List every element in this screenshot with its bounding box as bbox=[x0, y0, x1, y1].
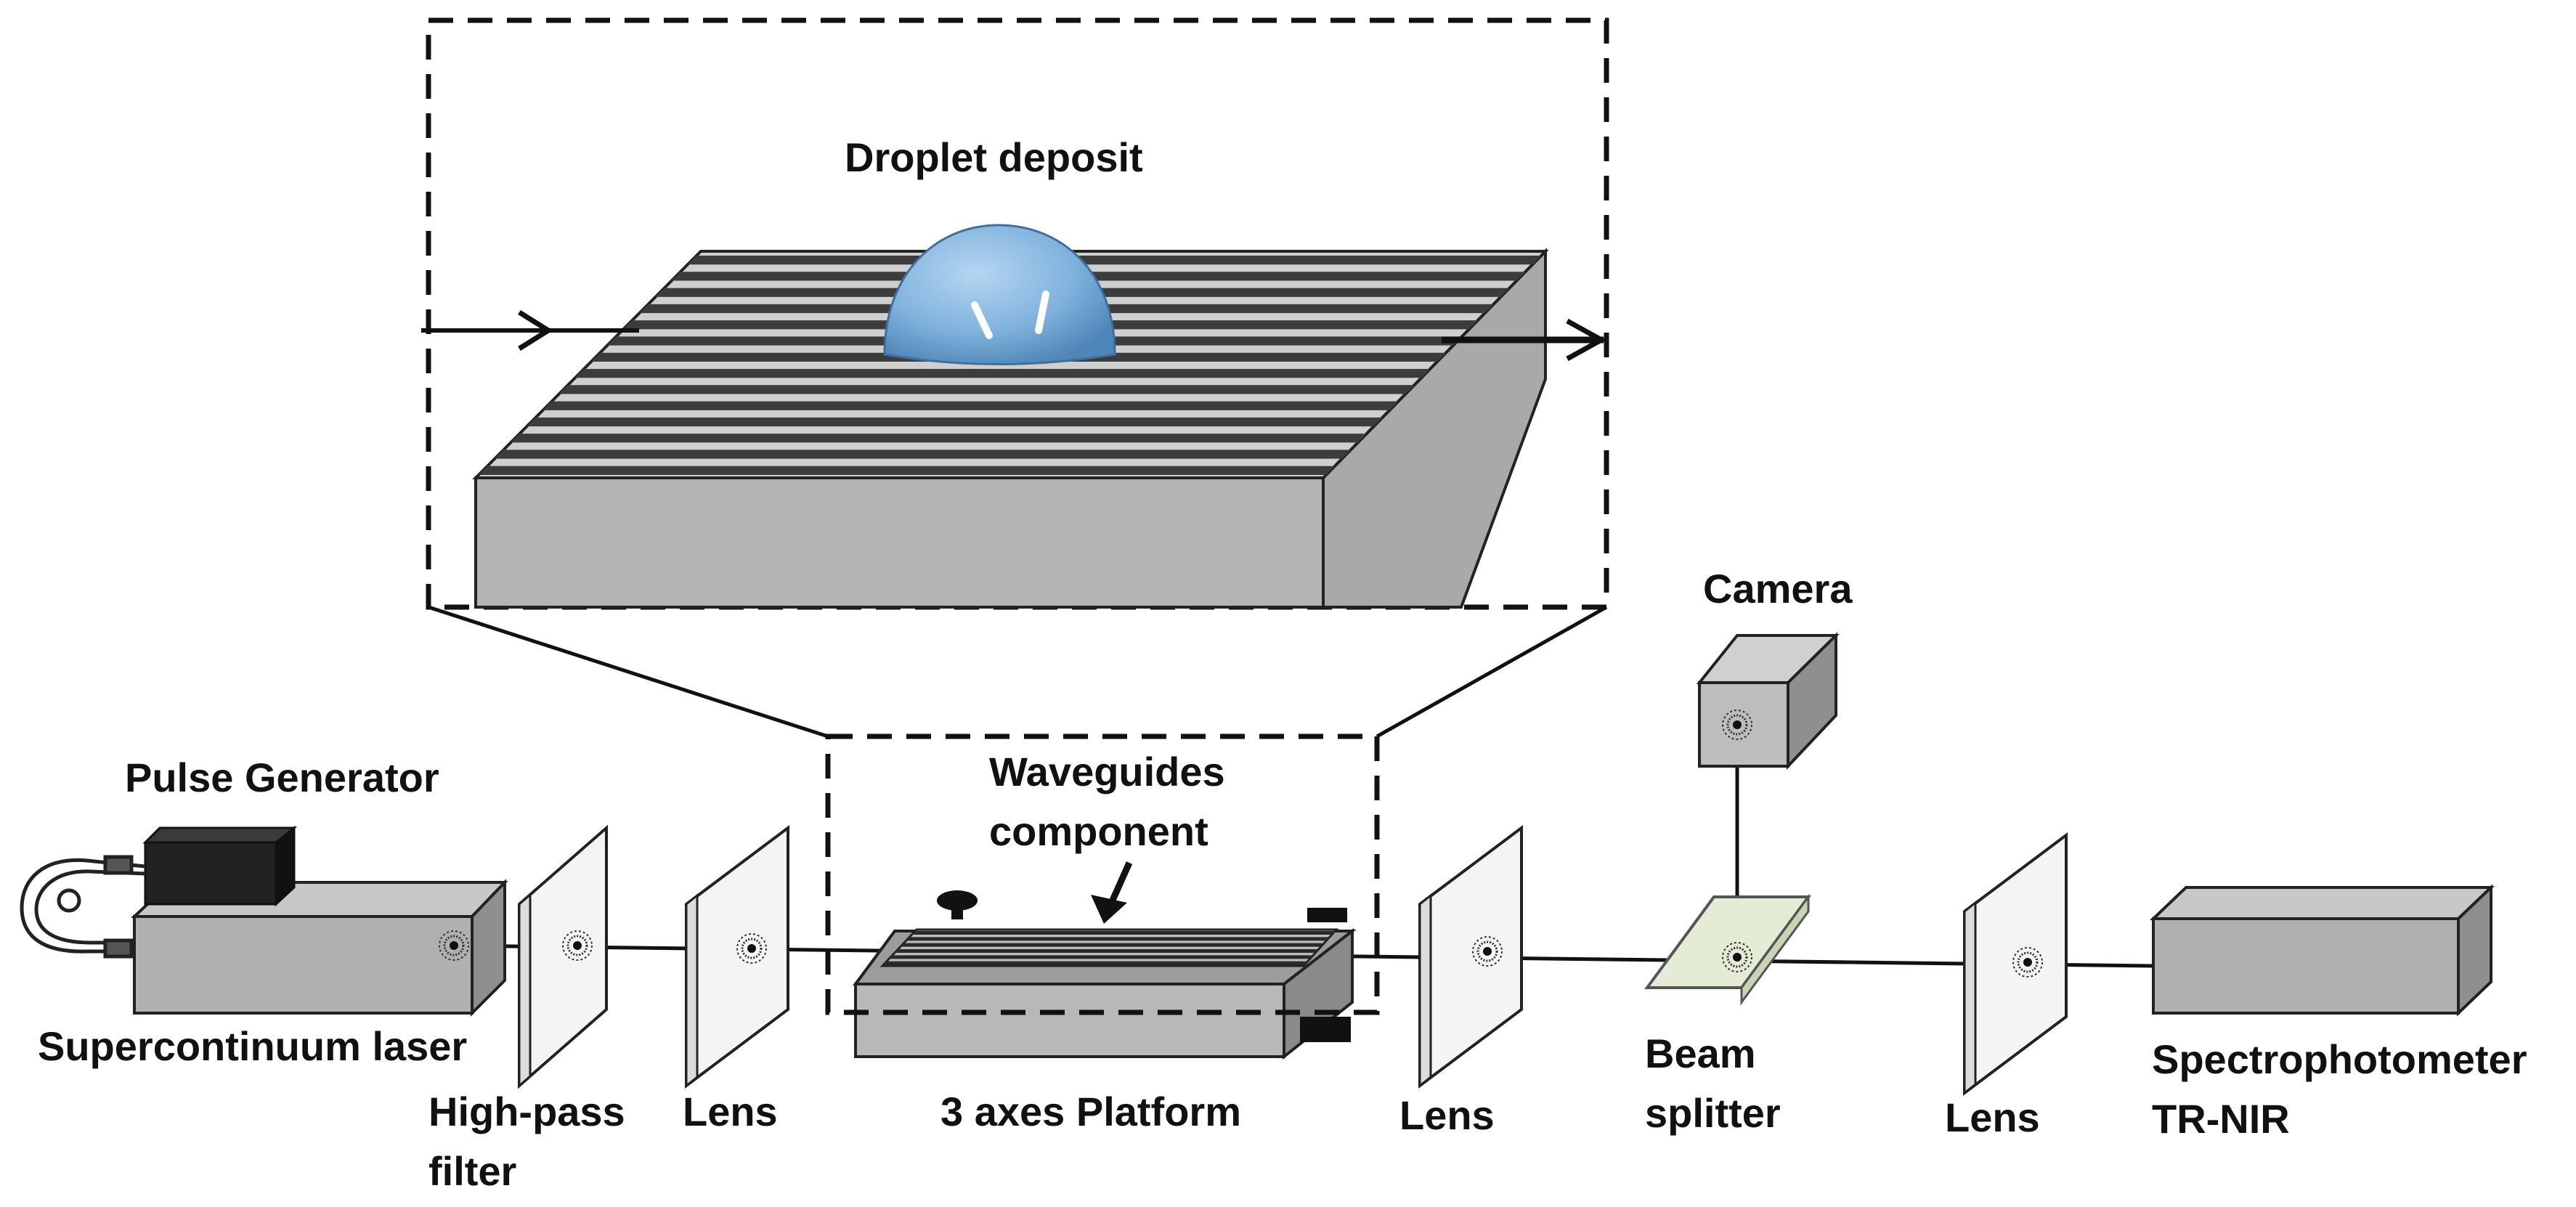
label-droplet-deposit: Droplet deposit bbox=[845, 134, 1143, 180]
waveguide-stripe-small bbox=[894, 949, 1319, 953]
waveguide-stripe bbox=[543, 401, 1399, 410]
waveguide-stripe bbox=[479, 466, 1335, 475]
label-three-axes-platform: 3 axes Platform bbox=[940, 1089, 1241, 1134]
waveguide-stripe bbox=[574, 369, 1431, 378]
label-lens-3: Lens bbox=[1945, 1094, 2040, 1140]
camera bbox=[1696, 632, 1840, 771]
lens-1 bbox=[685, 825, 789, 1089]
waveguides-pointer-arrowhead bbox=[1091, 895, 1127, 924]
label-spectrophotometer: Spectrophotometer TR-NIR bbox=[2152, 1036, 2527, 1142]
label-camera: Camera bbox=[1703, 566, 1853, 611]
lens-2 bbox=[1418, 825, 1523, 1089]
label-pulse-generator: Pulse Generator bbox=[125, 755, 439, 800]
supercontinuum-laser bbox=[130, 879, 508, 1017]
spectrophotometer bbox=[2150, 884, 2495, 1017]
pulse-generator bbox=[142, 825, 298, 907]
lens-3 bbox=[1963, 832, 2068, 1096]
label-waveguides-component: Waveguides component bbox=[989, 749, 1225, 854]
waveguide-stripe-small bbox=[911, 931, 1336, 935]
label-supercontinuum-laser: Supercontinuum laser bbox=[38, 1023, 468, 1069]
waveguide-stripe-small bbox=[883, 961, 1308, 965]
beam-arrow-out bbox=[1442, 318, 1607, 362]
waveguide-stripe-small bbox=[889, 955, 1314, 959]
droplet bbox=[883, 224, 1116, 365]
high-pass-filter bbox=[518, 824, 608, 1089]
connection-cables bbox=[20, 855, 146, 959]
waveguide-stripe bbox=[558, 385, 1415, 394]
chip-front-face bbox=[474, 476, 1325, 609]
waveguide-chip bbox=[879, 928, 1339, 967]
waveguide-stripe bbox=[511, 434, 1367, 443]
waveguide-stripe bbox=[527, 417, 1383, 427]
waveguide-stripe-small bbox=[900, 943, 1325, 947]
waveguide-stripe bbox=[671, 272, 1526, 281]
zoom-connector-right bbox=[1376, 605, 1608, 739]
zoom-inset bbox=[421, 17, 1609, 739]
beam-arrow-in bbox=[421, 310, 639, 351]
label-lens-1: Lens bbox=[683, 1089, 778, 1134]
label-beam-splitter: Beam splitter bbox=[1645, 1031, 1781, 1136]
zoom-connector-left bbox=[428, 605, 829, 739]
waveguide-stripe-small bbox=[906, 937, 1330, 941]
beam-splitter bbox=[1644, 893, 1811, 1006]
zoom-source-frame bbox=[825, 733, 1380, 1015]
label-lens-2: Lens bbox=[1399, 1092, 1495, 1138]
label-high-pass-filter: High-pass filter bbox=[428, 1089, 625, 1194]
waveguide-stripe bbox=[687, 256, 1542, 265]
waveguide-stripe bbox=[495, 450, 1351, 459]
